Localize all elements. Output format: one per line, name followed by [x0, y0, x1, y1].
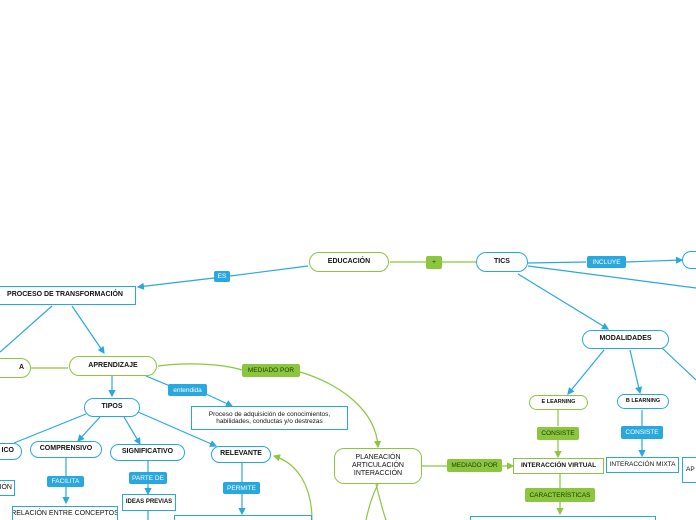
link-aprendizaje-mediado — [157, 363, 243, 371]
node-planeacion[interactable]: PLANEACIÓN ARTICULACIÓN INTERACCIÓN — [334, 448, 422, 484]
node-tics[interactable]: TICS — [476, 252, 528, 272]
link-aprendizaje-entendida — [145, 375, 171, 387]
node-aprendizaje[interactable]: APRENDIZAJE — [69, 356, 157, 376]
link-tics-incluye — [527, 261, 587, 264]
node-relevante[interactable]: RELEVANTE — [211, 446, 271, 463]
link-modalidades-blearning — [629, 349, 643, 395]
node-interaccion-mixta[interactable]: INTERACCIÓN MIXTA — [606, 457, 679, 473]
node-ap-partial[interactable]: AP A — [682, 457, 696, 483]
link-es-proceso — [136, 277, 215, 290]
link-proceso-aprendizaje — [71, 305, 105, 354]
node-bottom-box[interactable] — [174, 515, 312, 520]
link-tics-modalidades — [517, 273, 610, 330]
link-entendida-proceso — [205, 393, 234, 407]
link-incluye-right — [625, 256, 684, 264]
tag-mediado-por-2: MEDIADO POR — [447, 459, 502, 472]
tag-es: ES — [214, 271, 230, 282]
node-interaccion-virtual[interactable]: INTERACCIÓN VIRTUAL — [513, 458, 604, 474]
node-educacion[interactable]: EDUCACIÓN — [309, 252, 389, 272]
node-tipos[interactable]: TIPOS — [84, 398, 140, 417]
tag-parte-de: PARTE DE — [129, 472, 167, 484]
tag-incluye: INCLUYE — [587, 256, 626, 268]
node-right-partial-top[interactable] — [682, 251, 696, 269]
node-relacion-conceptos[interactable]: RELACIÓN ENTRE CONCEPTOS — [12, 506, 118, 520]
tag-permite: PERMITE — [223, 482, 260, 494]
link-planeacion-down2 — [375, 483, 387, 520]
node-ico-partial[interactable]: ICO — [0, 443, 22, 460]
tag-caracteristicas: CARACTERÍSTICAS — [525, 488, 595, 502]
link-planeacion-down — [365, 483, 379, 520]
node-modalidades[interactable]: MODALIDADES — [582, 330, 669, 349]
tag-mediado-por-1: MEDIADO POR — [242, 364, 300, 377]
link-proceso-left — [0, 305, 53, 353]
node-bottom-right-box[interactable] — [470, 516, 656, 520]
tag-consiste-2: CONSISTE — [621, 426, 663, 439]
link-mediado-planeacion — [299, 371, 382, 449]
node-proceso-transformacion[interactable]: PROCESO DE TRANSFORMACIÓN — [0, 286, 136, 305]
link-tipos-relevante — [137, 411, 218, 447]
node-ideas-previas[interactable]: IDEAS PREVIAS — [122, 494, 176, 511]
tag-consiste-1: CONSISTE — [537, 427, 579, 440]
tag-plus: + — [426, 256, 442, 269]
link-relevante-curve — [272, 454, 313, 520]
node-proceso-adquisicion[interactable]: Proceso de adquisición de conocimientos,… — [191, 406, 348, 430]
node-significativo[interactable]: SIGNIFICATIVO — [110, 444, 185, 461]
tag-facilita: FACILITA — [47, 476, 84, 487]
node-comprensivo[interactable]: COMPRENSIVO — [30, 441, 102, 458]
tag-entendida: entendida — [168, 384, 207, 396]
link-educacion-es — [229, 265, 309, 277]
node-e-learning[interactable]: E LEARNING — [529, 395, 588, 410]
link-modalidades-elearning — [567, 349, 605, 395]
link-tics-farright — [527, 265, 696, 289]
node-a-partial[interactable]: A — [0, 358, 31, 378]
link-tipos-comprensivo — [77, 416, 101, 442]
link-modalidades-right — [661, 347, 696, 381]
node-b-learning[interactable]: B LEARNING — [617, 394, 669, 409]
link-tipos-ico — [13, 413, 87, 444]
link-tipos-significativo — [123, 416, 141, 446]
node-ion-partial[interactable]: IÓN — [0, 480, 15, 496]
